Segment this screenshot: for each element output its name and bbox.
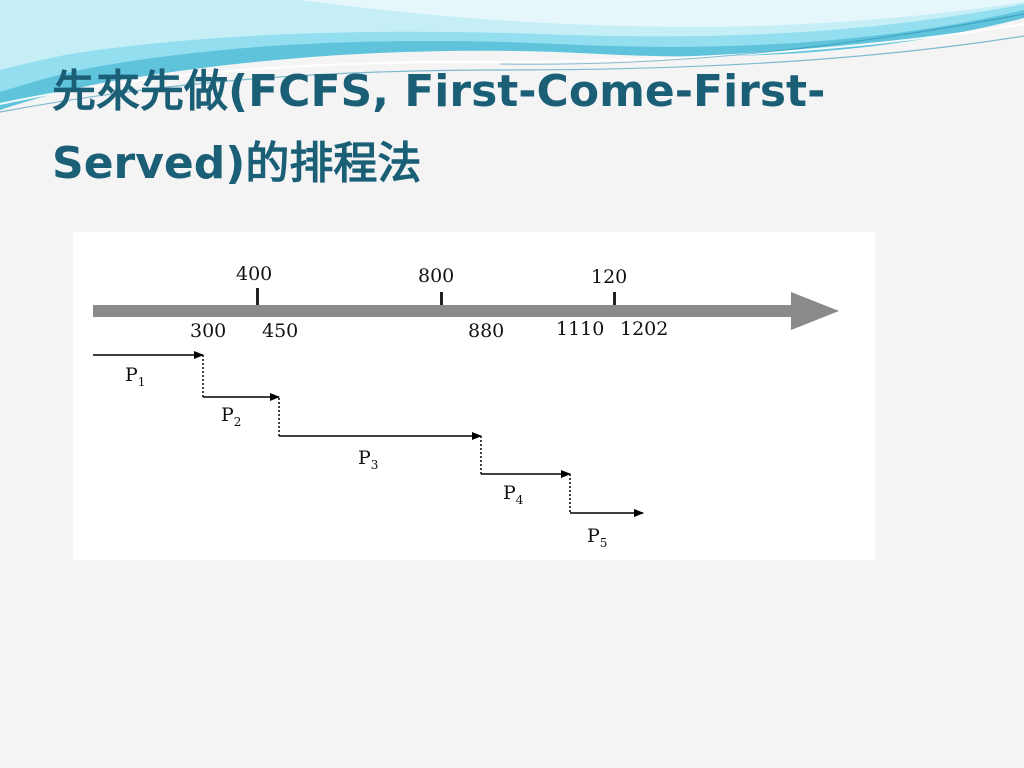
axis-tick: [256, 288, 259, 305]
axis-label-bottom: 450: [262, 320, 298, 342]
process-label-p1: P1: [125, 364, 145, 389]
process-label-p5: P5: [587, 525, 607, 550]
process-label-p3: P3: [358, 447, 378, 472]
axis-label-bottom: 300: [190, 320, 226, 342]
axis-label-bottom: 880: [468, 320, 504, 342]
axis-tick: [440, 292, 443, 305]
axis-label-top: 120: [591, 266, 627, 288]
time-axis-arrow: [93, 292, 839, 330]
process-label-p2: P2: [221, 404, 241, 429]
fcfs-timeline-diagram: 400 800 120 300 450 880 1110 1202 P1 P2 …: [73, 232, 875, 560]
decorative-waves-header: [0, 0, 1024, 113]
axis-tick: [613, 292, 616, 305]
axis-label-bottom: 1202: [620, 318, 668, 340]
axis-label-bottom: 1110: [556, 318, 604, 340]
axis-label-top: 400: [236, 263, 272, 285]
process-label-p4: P4: [503, 482, 524, 507]
axis-label-top: 800: [418, 265, 454, 287]
diagram-canvas: 400 800 120 300 450 880 1110 1202 P1 P2 …: [93, 263, 839, 550]
slide-title: 先來先做(FCFS, First-Come-First-Served)的排程法: [52, 66, 826, 189]
